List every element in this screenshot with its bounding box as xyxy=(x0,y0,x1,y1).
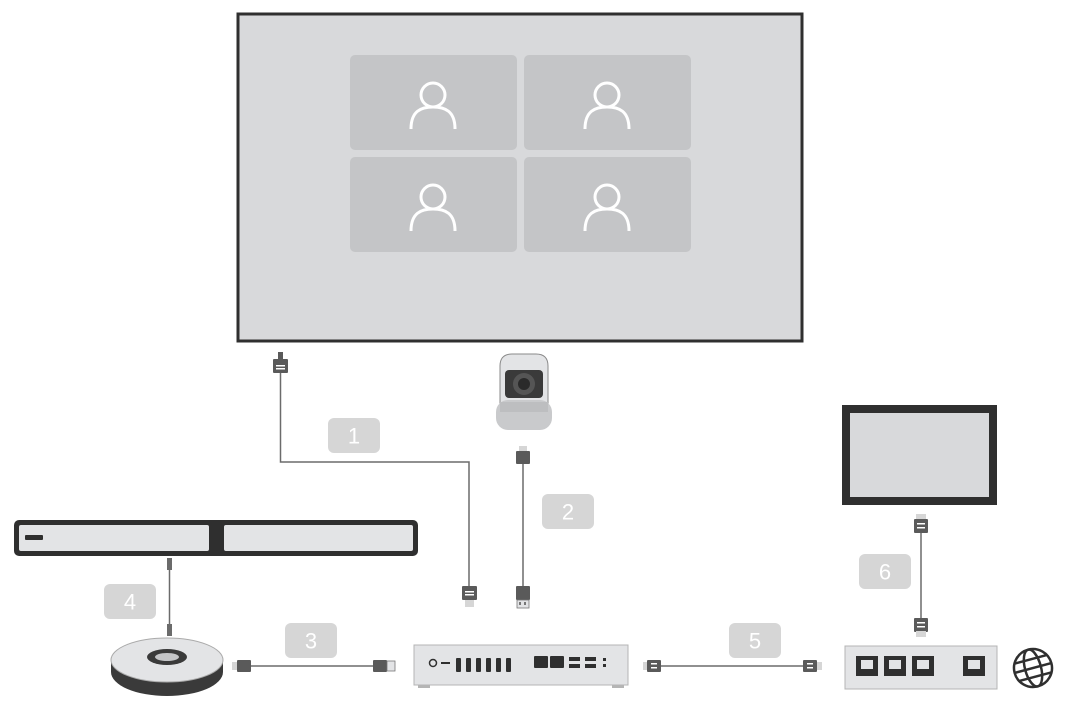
ethernet-port xyxy=(884,656,906,676)
soundbar xyxy=(14,520,418,556)
svg-text:1: 1 xyxy=(348,424,360,449)
ethernet-port xyxy=(912,656,934,676)
step-badge-3: 3 xyxy=(285,623,337,658)
svg-text:5: 5 xyxy=(749,629,761,654)
step-badge-2: 2 xyxy=(542,494,594,529)
microphone-puck xyxy=(110,637,224,696)
cable-ethernet-network xyxy=(643,660,822,672)
step-badge-6: 6 xyxy=(859,554,911,589)
cable-usb-mic xyxy=(232,660,396,672)
ptz-camera xyxy=(496,353,552,430)
globe-icon xyxy=(1012,647,1054,689)
video-tile-1 xyxy=(350,55,517,150)
codec-unit xyxy=(413,644,629,688)
touch-panel xyxy=(842,405,997,505)
svg-text:2: 2 xyxy=(562,500,574,525)
ethernet-port xyxy=(963,656,985,676)
step-badge-1: 1 xyxy=(328,418,380,453)
step-badge-5: 5 xyxy=(729,623,781,658)
cable-hdmi xyxy=(273,352,477,607)
main-display xyxy=(236,12,804,343)
video-tile-4 xyxy=(524,157,691,252)
svg-text:3: 3 xyxy=(305,629,317,654)
video-tile-2 xyxy=(524,55,691,150)
ethernet-port xyxy=(856,656,878,676)
cable-ethernet-panel xyxy=(914,514,928,637)
network-switch xyxy=(844,645,998,690)
svg-text:4: 4 xyxy=(124,590,136,615)
cable-audio xyxy=(167,558,172,636)
video-tile-3 xyxy=(350,157,517,252)
step-badge-4: 4 xyxy=(104,584,156,619)
cable-usb-camera xyxy=(516,446,530,609)
svg-text:6: 6 xyxy=(879,560,891,585)
